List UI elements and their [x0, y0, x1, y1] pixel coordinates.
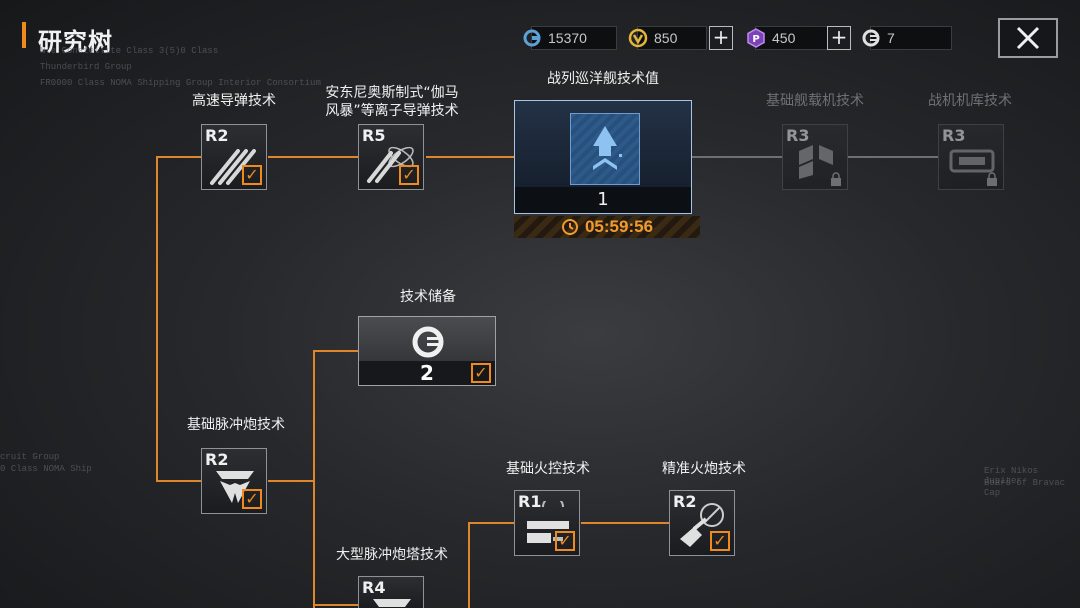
rank-badge: R1	[518, 492, 542, 511]
add-premium-button[interactable]: +	[827, 26, 851, 50]
tree-connector	[156, 156, 158, 482]
node-label: 基础火控技术	[506, 461, 590, 477]
clock-icon	[561, 219, 578, 235]
svg-text:P: P	[752, 34, 759, 45]
node-label: 战列巡洋舰技术值	[547, 71, 659, 87]
resource-premium: P 450	[747, 26, 829, 50]
resource-value: 450	[772, 30, 796, 46]
timer-text: 05:59:56	[584, 217, 654, 236]
add-gold-button[interactable]: +	[709, 26, 733, 50]
completed-check-icon: ✓	[471, 363, 491, 383]
node-art	[570, 113, 640, 185]
fire-control-icon	[527, 501, 569, 543]
tree-connector	[313, 604, 358, 606]
research-timer: 05:59:56	[514, 216, 700, 238]
tech-node-high-speed-missile[interactable]: R2 ✓	[201, 124, 267, 190]
background-flavor-text: Thunderbird Group	[40, 62, 132, 72]
tree-connector	[313, 350, 315, 608]
resource-tech-points: 7	[862, 26, 952, 50]
rank-badge: R2	[673, 492, 697, 511]
tree-connector	[156, 156, 201, 158]
background-flavor-text: N.e Constellite Class 3(5)0 Class	[40, 46, 219, 56]
close-button[interactable]	[998, 18, 1058, 58]
tree-connector	[468, 522, 514, 524]
tech-node-precision-gun[interactable]: R2 ✓	[669, 490, 735, 556]
resource-credits: 15370	[523, 26, 617, 50]
rank-badge: R2	[205, 126, 229, 145]
precision-gun-icon	[680, 503, 724, 547]
resource-gold: 850	[628, 26, 707, 50]
turret-icon	[373, 599, 411, 607]
background-flavor-text: 0 Class NOMA Ship	[0, 464, 92, 474]
credit-icon	[522, 28, 542, 48]
completed-check-icon: ✓	[555, 531, 575, 551]
node-label: 技术储备	[400, 289, 456, 305]
node-label: 高速导弹技术	[192, 93, 276, 109]
tree-connector	[313, 350, 358, 352]
node-label: 大型脉冲炮塔技术	[336, 547, 448, 563]
tech-node-carrier-aircraft[interactable]: R3	[782, 124, 848, 190]
background-flavor-text: cruit Group	[0, 452, 60, 462]
node-label: 风暴”等离子导弹技术	[325, 103, 459, 119]
missile-icon	[210, 149, 256, 185]
node-label: 基础舰载机技术	[766, 93, 864, 109]
rank-badge: R4	[362, 578, 386, 597]
node-label: 精准火炮技术	[662, 461, 746, 477]
aircraft-icon	[799, 145, 833, 179]
tech-node-pulse-cannon[interactable]: R2 ✓	[201, 448, 267, 514]
completed-check-icon: ✓	[710, 531, 730, 551]
completed-check-icon: ✓	[399, 165, 419, 185]
tech-node-fire-control[interactable]: R1 ✓	[514, 490, 580, 556]
node-label: 基础脉冲炮技术	[187, 417, 285, 433]
tree-connector	[268, 156, 358, 158]
close-icon	[1016, 26, 1040, 50]
premium-gem-icon: P	[746, 28, 766, 48]
tech-node-large-pulse-turret[interactable]: R4	[358, 576, 424, 608]
tree-connector	[156, 480, 201, 482]
tech-point-icon	[412, 326, 444, 358]
hangar-icon	[949, 149, 995, 173]
level-value: 1	[515, 187, 691, 213]
tree-connector	[268, 480, 314, 482]
tech-node-ion-missile[interactable]: R5 ✓	[358, 124, 424, 190]
gold-coin-icon	[628, 28, 648, 48]
tech-node-fighter-hangar[interactable]: R3	[938, 124, 1004, 190]
rank-badge: R3	[786, 126, 810, 145]
pulse-cannon-icon	[216, 471, 254, 503]
resource-value: 850	[654, 30, 678, 46]
page-title: 研究树	[38, 28, 113, 56]
tree-connector	[581, 522, 669, 524]
background-flavor-text: FR0000 Class NOMA Shipping Group Interio…	[40, 78, 321, 88]
tree-connector	[426, 156, 514, 158]
node-label: 战机机库技术	[928, 93, 1012, 109]
rank-badge: R2	[205, 450, 229, 469]
tree-connector-locked	[848, 156, 938, 158]
completed-check-icon: ✓	[242, 165, 262, 185]
tech-node-tech-reserve[interactable]: 2 ✓	[358, 316, 496, 386]
node-label: 安东尼奥斯制式“伽马	[325, 85, 459, 101]
tree-connector-locked	[692, 156, 782, 158]
rank-badge: R5	[362, 126, 386, 145]
background-flavor-text: Erix Nikos Jupiter	[984, 466, 1039, 486]
resource-value: 7	[887, 30, 895, 46]
background-flavor-text: Board of Bravac Cap	[984, 478, 1066, 498]
ion-missile-icon	[367, 146, 414, 183]
tree-connector	[468, 522, 470, 608]
completed-check-icon: ✓	[242, 489, 262, 509]
lock-icon	[987, 172, 997, 186]
tech-node-battlecruiser[interactable]: 1	[514, 100, 692, 214]
rank-badge: R3	[942, 126, 966, 145]
resource-value: 15370	[548, 30, 587, 46]
title-accent-bar	[22, 22, 26, 48]
lock-icon	[831, 172, 841, 186]
tech-point-icon	[861, 28, 881, 48]
rank-up-chevron-icon	[593, 126, 622, 170]
